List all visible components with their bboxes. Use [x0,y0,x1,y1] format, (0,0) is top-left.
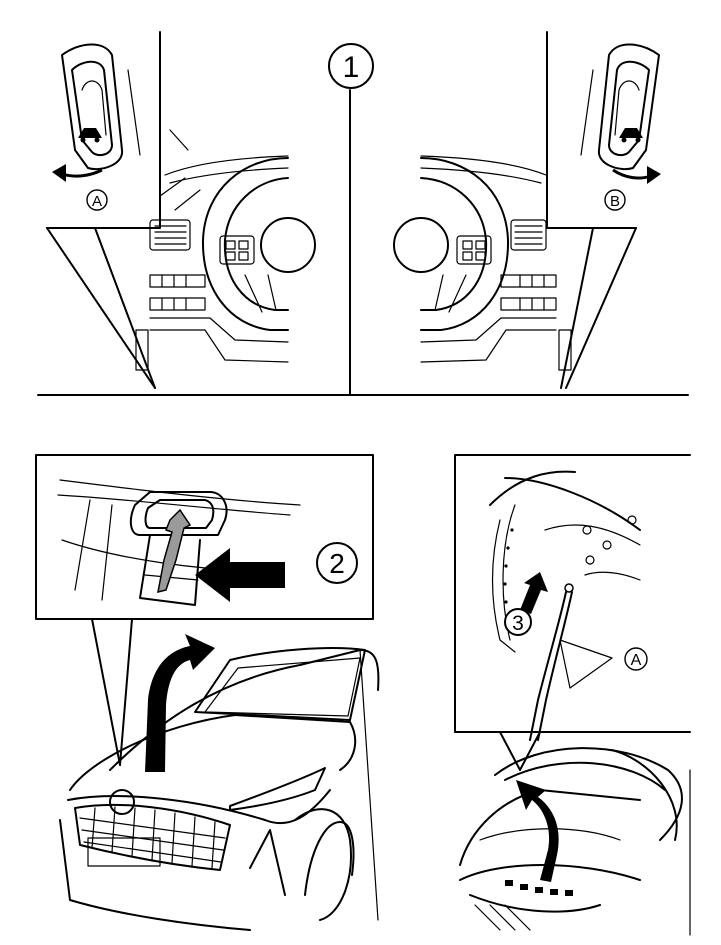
hood-stay-label: A [631,652,642,669]
license-plate [87,837,161,867]
dashboard-left: A [46,31,316,389]
lever-label-right-marker: B [604,189,626,211]
push-arrow-icon [195,548,285,602]
latch-lever-icon [157,508,192,594]
left-switch-panel [149,274,206,311]
open-hood-grille [469,880,601,931]
step3-section: 3 A [454,454,691,936]
step3-marker: 3 [504,608,532,636]
secondary-latch-detail [57,479,301,606]
step2-number: 2 [329,548,345,579]
pull-arrow-left-icon [52,164,66,182]
emblem [109,789,135,815]
car-hood-icon [78,128,102,143]
step3-number: 3 [512,612,524,635]
step1-number: 1 [343,51,360,84]
lever-label-right: B [610,193,620,210]
dashboard-right [393,31,661,389]
car-front-view [59,634,380,931]
hood-lift-arrow-icon [145,634,215,772]
hood-raise-arrow-icon [516,780,559,882]
lever-label-left: A [92,193,102,210]
car-open-hood-view [459,747,691,936]
step2-marker: 2 [316,542,358,584]
step2-section: 2 [35,454,380,931]
rod-insert-arrow-icon [520,572,548,614]
hood-underside-detail [489,470,641,741]
hood-release-lever-left: A [52,43,141,211]
hood-stay-label-marker: A [624,647,648,671]
left-air-vent [149,219,191,251]
step1-marker: 1 [328,43,374,89]
step1-section: 1 [37,31,689,396]
front-grille [74,789,231,871]
